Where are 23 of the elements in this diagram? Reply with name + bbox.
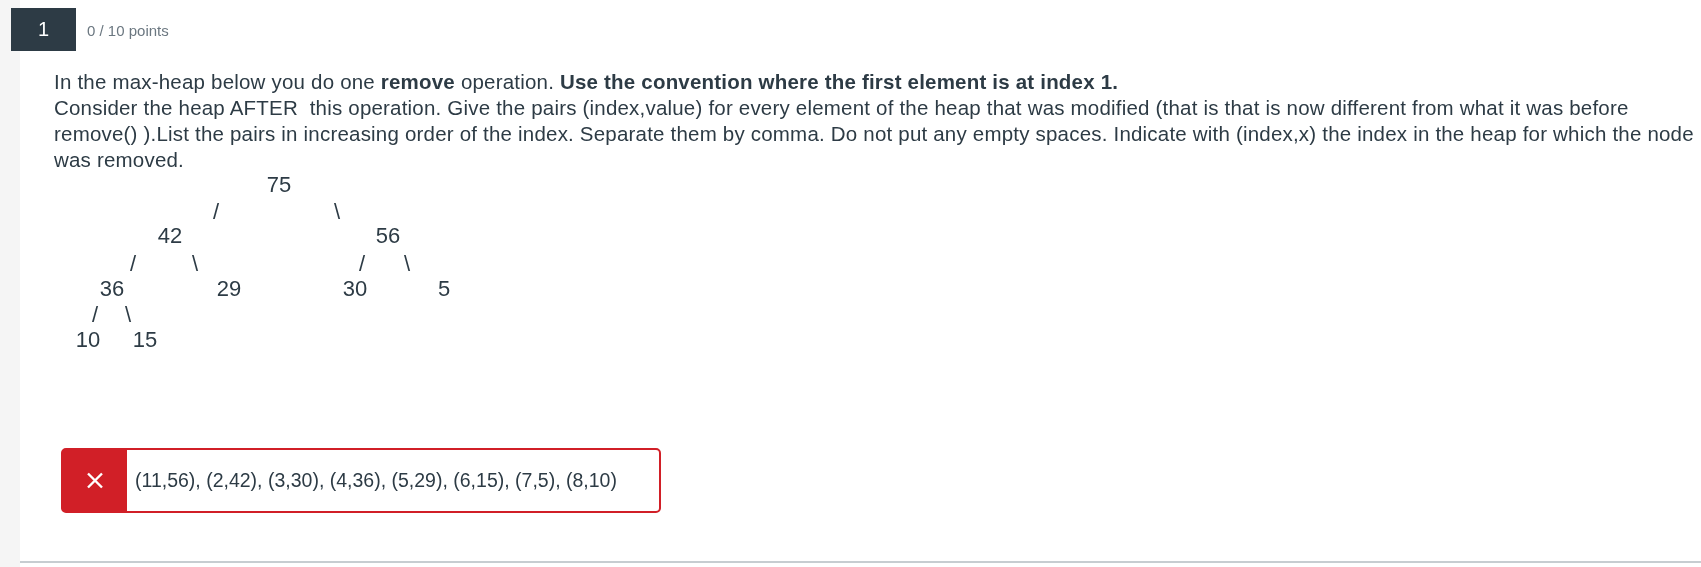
tree-value: 29 <box>216 278 242 301</box>
tree-value: 30 <box>342 278 368 301</box>
tree-value: 75 <box>266 174 292 197</box>
tree-slash: / <box>212 201 220 224</box>
tree-value: 5 <box>437 278 451 301</box>
answer-text: (11,56), (2,42), (3,30), (4,36), (5,29), (6,15), (7,5), (8,10) <box>135 468 617 493</box>
tree-value: 56 <box>375 225 401 248</box>
tree-slash: / <box>358 253 366 276</box>
question-text: In the max-heap below you do one remove operation. Use the convention where the first element is at index 1. <box>54 69 1120 95</box>
tree-slash: \ <box>333 201 341 224</box>
tree-value: 36 <box>99 278 125 301</box>
tree-slash: / <box>129 253 137 276</box>
tree-slash: \ <box>124 304 132 327</box>
score-text: 0 / 10 points <box>87 23 169 39</box>
answer-box <box>61 448 661 513</box>
tree-value: 15 <box>132 329 158 352</box>
tree-slash: \ <box>403 253 411 276</box>
instructions-text: Consider the heap AFTER this operation. Give the pairs (index,value) for every element of the heap that was modified (that is that is now different from what it was before remove() ).List the pairs in increasing order of the index. Separate them by comma. Do not put any empty spaces. Indicate with (index,x) the index in the heap for which the node was removed. <box>54 95 1695 173</box>
tree-value: 42 <box>157 225 183 248</box>
question-number: 1 <box>11 8 76 51</box>
tree-value: 10 <box>75 329 101 352</box>
tree-slash: \ <box>191 253 199 276</box>
tree-slash: / <box>91 304 99 327</box>
